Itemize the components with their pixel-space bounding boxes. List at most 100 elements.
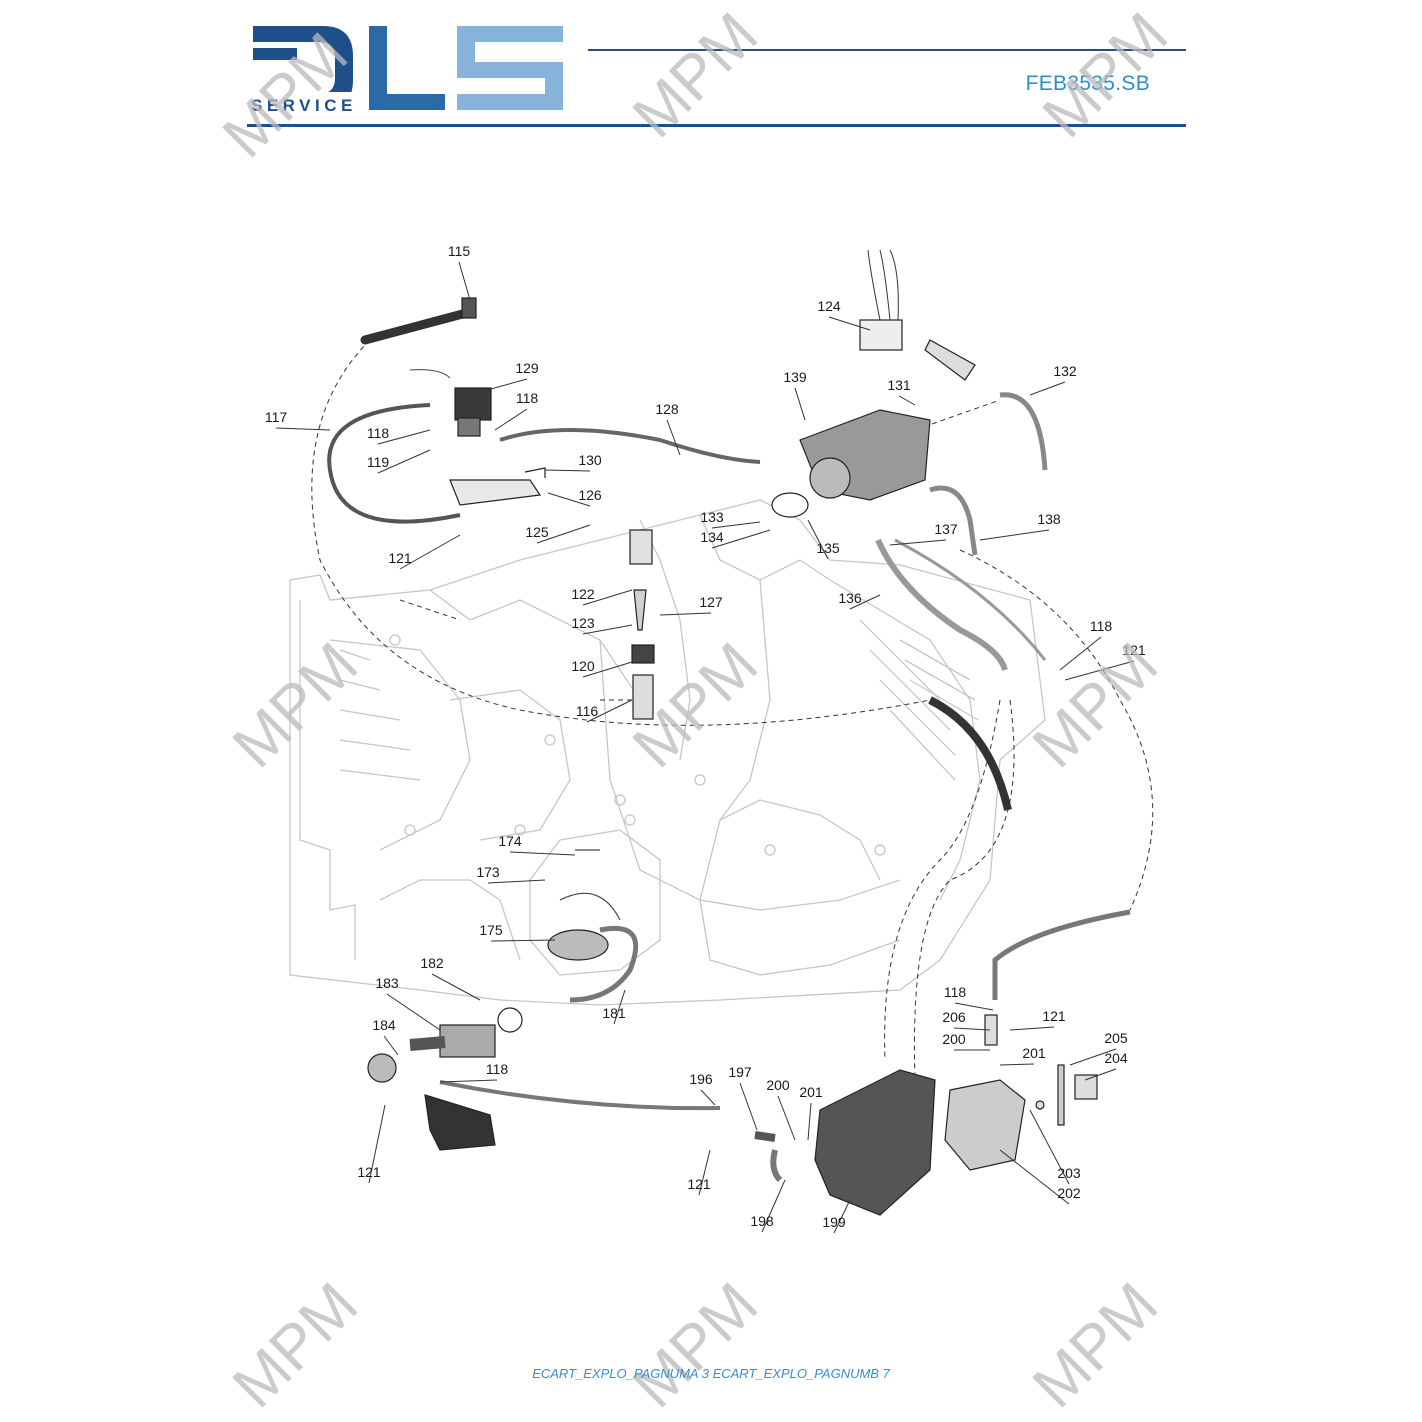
- callout-leader-175: [490, 939, 556, 942]
- callout-label-173: 173: [476, 864, 500, 880]
- callout-label-175: 175: [479, 922, 503, 938]
- callout-leader-128: [666, 419, 681, 456]
- callout-label-184: 184: [372, 1017, 396, 1033]
- callout-label-133: 133: [700, 509, 724, 525]
- callout-leader-139: [794, 387, 806, 421]
- callout-label-125: 125: [525, 524, 549, 540]
- tube-196: [439, 1080, 721, 1111]
- tube-115: [360, 307, 475, 345]
- callout-label-198: 198: [750, 1213, 774, 1229]
- nut-120: [631, 644, 655, 664]
- dls-logo: SERVICE: [245, 18, 575, 128]
- callout-leader-205: [1069, 1048, 1117, 1066]
- callout-label-200: 200: [766, 1077, 790, 1093]
- callout-leader-206: [953, 1027, 991, 1031]
- callout-leader-181: [613, 989, 626, 1025]
- sensor-board-124: [859, 319, 903, 351]
- callout-leader-116: [586, 699, 633, 723]
- watermark-text: MPM: [1020, 1270, 1171, 1421]
- callout-label-127: 127: [699, 594, 723, 610]
- elbow-115: [461, 297, 477, 319]
- callout-leader-118: [377, 429, 431, 445]
- watermark-text: MPM: [210, 20, 361, 171]
- callout-leader-182: [431, 973, 481, 1001]
- spring-182: [497, 1007, 523, 1033]
- heating-element-202: [944, 1079, 1026, 1171]
- callout-label-206: 206: [942, 1009, 966, 1025]
- tube-upper-206: [992, 909, 1131, 1000]
- fuse-205: [1057, 1064, 1065, 1126]
- callout-label-199: 199: [822, 1214, 846, 1230]
- callout-leader-173: [487, 879, 546, 884]
- callout-leader-131: [898, 395, 916, 406]
- callout-leader-183: [386, 993, 441, 1031]
- callout-label-201: 201: [1022, 1045, 1046, 1061]
- callout-leader-lines: [275, 261, 1135, 1234]
- tube-128: [499, 428, 761, 464]
- callout-label-200: 200: [942, 1031, 966, 1047]
- t-fitting-127: [629, 529, 653, 565]
- header-rule-bottom: [247, 124, 1186, 127]
- callout-leader-133: [711, 521, 761, 529]
- pump-outlet-183: [409, 1036, 446, 1051]
- callout-label-174: 174: [498, 833, 522, 849]
- boiler-199: [814, 1069, 936, 1216]
- callout-leader-124: [828, 316, 871, 331]
- callout-leader-132: [1029, 381, 1066, 396]
- callout-leader-201: [999, 1063, 1035, 1066]
- callout-leader-138: [979, 529, 1050, 541]
- solenoid-valve-129: [454, 387, 492, 421]
- callout-label-137: 137: [934, 521, 958, 537]
- callout-leader-200: [777, 1095, 796, 1141]
- footer-page-reference: ECART_EXPLO_PAGNUMA 3 ECART_EXPLO_PAGNUM…: [532, 1366, 890, 1381]
- callout-label-139: 139: [783, 369, 807, 385]
- tube-181: [569, 925, 639, 1003]
- clip-130: [524, 467, 546, 478]
- callout-leader-123: [582, 624, 633, 635]
- callout-leader-184: [383, 1035, 399, 1056]
- callout-label-121: 121: [357, 1164, 381, 1180]
- tube-198: [770, 1149, 783, 1183]
- callout-label-203: 203: [1057, 1165, 1081, 1181]
- callout-label-132: 132: [1053, 363, 1077, 379]
- callout-label-119: 119: [367, 454, 390, 470]
- callout-leader-117: [275, 427, 331, 431]
- callout-label-118: 118: [367, 425, 390, 441]
- component-shapes: [327, 249, 1131, 1216]
- callout-leader-204: [1084, 1068, 1117, 1081]
- callout-label-126: 126: [578, 487, 602, 503]
- callout-label-122: 122: [571, 586, 595, 602]
- callout-leader-118: [439, 1079, 498, 1083]
- callout-leader-203: [1029, 1109, 1070, 1185]
- callout-leader-197: [739, 1082, 758, 1131]
- tube-117: [327, 403, 461, 524]
- callout-leader-115: [458, 261, 471, 301]
- callout-label-118: 118: [944, 984, 967, 1000]
- callout-leader-201: [807, 1102, 812, 1141]
- watermark-text: MPM: [220, 1270, 371, 1421]
- model-code: FEB3535.SB: [1025, 72, 1150, 95]
- callout-label-118: 118: [1090, 618, 1113, 634]
- callout-label-204: 204: [1104, 1050, 1128, 1066]
- callout-leader-121: [1064, 660, 1135, 681]
- callout-label-121: 121: [1122, 642, 1146, 658]
- sensor-174-173: [559, 849, 621, 921]
- callout-label-205: 205: [1104, 1030, 1128, 1046]
- callout-label-129: 129: [515, 360, 539, 376]
- callout-label-130: 130: [578, 452, 602, 468]
- callout-leader-135: [807, 519, 829, 560]
- callout-label-197: 197: [728, 1064, 752, 1080]
- tube-132: [999, 392, 1048, 471]
- callout-leader-118: [1059, 636, 1102, 671]
- callout-label-123: 123: [571, 615, 595, 631]
- callout-leader-134: [711, 529, 771, 549]
- callout-leader-126: [547, 492, 591, 507]
- callout-label-128: 128: [655, 401, 679, 417]
- callout-leader-196: [700, 1089, 716, 1106]
- callout-label-124: 124: [817, 298, 841, 314]
- callout-leader-118: [494, 408, 528, 431]
- callout-leader-121: [399, 534, 461, 570]
- callout-label-118: 118: [516, 390, 539, 406]
